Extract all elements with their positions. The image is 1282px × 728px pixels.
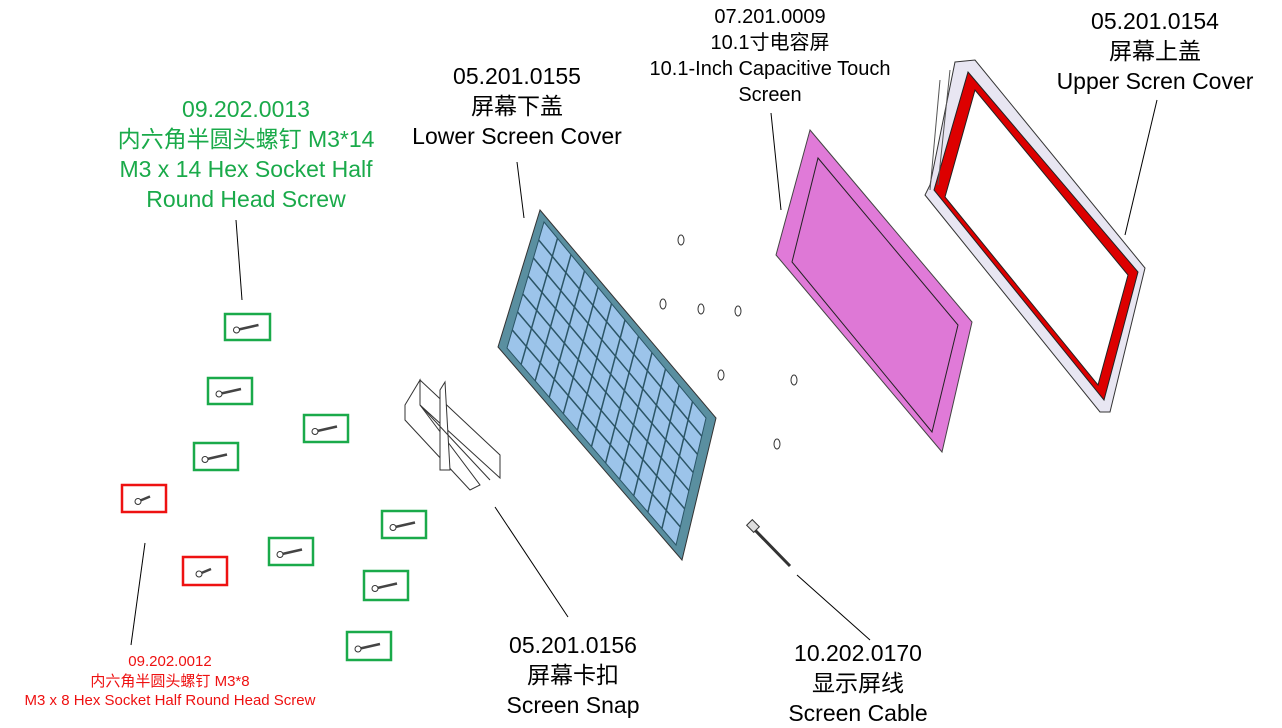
leader-upper-cover <box>1124 99 1158 236</box>
grid-rib <box>647 385 680 513</box>
lower-screen-cover-part <box>497 208 717 562</box>
label-screw-m3x8: 09.202.0012 内六角半圆头螺钉 M3*8 M3 x 8 Hex Soc… <box>0 652 340 711</box>
screw-m3x14-callout <box>302 413 350 444</box>
part-name-en: Screen Cable <box>788 700 928 726</box>
part-name-en: M3 x 14 Hex Socket Half <box>119 156 373 182</box>
label-lower-cover: 05.201.0155 屏幕下盖 Lower Screen Cover <box>397 61 637 151</box>
grid-rib <box>522 293 690 492</box>
label-screen-snap: 05.201.0156 屏幕卡扣 Screen Snap <box>473 630 673 720</box>
screw-m3x14-callout <box>192 441 240 472</box>
part-name-cn: 10.1寸电容屏 <box>710 32 830 54</box>
screw-m3x8-callout <box>181 555 229 587</box>
part-code: 05.201.0155 <box>453 63 581 89</box>
part-name-cn: 内六角半圆头螺钉 M3*8 <box>90 672 250 690</box>
part-name-en-2: Round Head Screw <box>146 186 346 212</box>
part-name-en: Lower Screen Cover <box>412 123 622 149</box>
part-name-cn: 屏幕上盖 <box>1109 38 1201 64</box>
leader-lines <box>130 99 1158 646</box>
screen-snap-part <box>404 378 501 491</box>
label-upper-cover: 05.201.0154 屏幕上盖 Upper Scren Cover <box>1040 6 1270 96</box>
part-name-en: 10.1-Inch Capacitive Touch <box>649 58 891 80</box>
label-screw-m3x14: 09.202.0013 内六角半圆头螺钉 M3*14 M3 x 14 Hex S… <box>96 94 396 214</box>
grid-rib <box>604 336 640 464</box>
grid-rib <box>576 303 613 431</box>
part-code: 09.202.0012 <box>128 653 212 670</box>
label-touch-screen: 07.201.0009 10.1寸电容屏 10.1-Inch Capacitiv… <box>630 4 910 108</box>
upper-screen-cover-part <box>924 59 1146 413</box>
screw-m3x14-callout <box>206 376 254 406</box>
grid-rib <box>590 319 626 447</box>
part-name-en: M3 x 8 Hex Socket Half Round Head Screw <box>24 692 316 709</box>
grid-rib <box>516 311 686 510</box>
grid-rib <box>661 401 694 529</box>
screw-m3x8-callout <box>120 483 168 514</box>
leader-screen-snap <box>494 506 569 618</box>
part-code: 05.201.0154 <box>1091 8 1219 34</box>
leader-screw-m3x8 <box>130 542 146 646</box>
grid-rib <box>538 239 703 437</box>
part-name-cn: 屏幕下盖 <box>471 93 563 119</box>
grid-rib <box>618 352 653 480</box>
part-name-cn: 内六角半圆头螺钉 M3*14 <box>117 126 375 152</box>
leader-lower-cover <box>516 161 525 219</box>
grid-rib <box>548 270 586 398</box>
part-code: 07.201.0009 <box>714 6 826 28</box>
leader-screen-cable <box>796 574 871 641</box>
grid-rib <box>532 257 699 455</box>
grid-rib <box>633 368 667 496</box>
leader-screw-m3x14 <box>235 219 243 301</box>
touch-screen-part <box>775 128 973 454</box>
screw-m3x14-callout <box>345 630 393 662</box>
part-code: 10.202.0170 <box>794 640 922 666</box>
grid-rib <box>562 287 599 414</box>
screw-m3x14-callout <box>380 509 428 540</box>
grid-rib <box>527 275 694 473</box>
grid-rib <box>520 238 559 365</box>
part-name-cn: 显示屏线 <box>812 670 904 696</box>
screw-m3x14-callout <box>267 536 315 567</box>
part-name-en: Upper Scren Cover <box>1056 68 1254 94</box>
screw-m3x14-callout <box>362 569 410 602</box>
leader-touch-screen <box>770 112 782 211</box>
screw-m3x14-callout <box>223 312 272 342</box>
o-rings <box>659 234 798 450</box>
part-name-en: Screen Snap <box>506 692 640 718</box>
part-code: 05.201.0156 <box>509 632 637 658</box>
grid-rib <box>511 329 681 528</box>
grid-rib <box>534 254 572 382</box>
label-screen-cable: 10.202.0170 显示屏线 Screen Cable <box>758 638 958 728</box>
screen-cable-part <box>745 518 792 568</box>
part-name-cn: 屏幕卡扣 <box>527 662 619 688</box>
part-name-en-2: Screen <box>738 84 802 106</box>
part-code: 09.202.0013 <box>182 96 310 122</box>
